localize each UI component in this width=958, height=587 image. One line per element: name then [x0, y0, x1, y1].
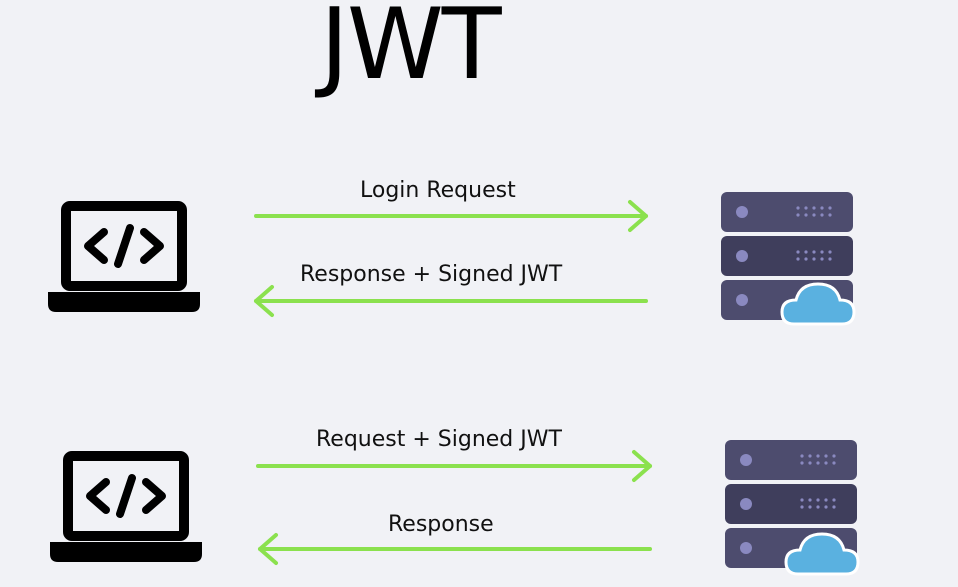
laptop-code-icon [48, 201, 200, 312]
request-label: Request + Signed JWT [316, 427, 562, 452]
cloud-server-icon [725, 440, 860, 576]
response-arrow-left [254, 285, 648, 317]
request-arrow-right [254, 200, 648, 232]
request-arrow-right [256, 450, 652, 482]
request-label: Login Request [360, 178, 516, 203]
cloud-server-icon [721, 192, 856, 326]
laptop-code-icon [50, 451, 202, 562]
response-arrow-left [258, 533, 652, 565]
diagram-title: JWT [320, 0, 502, 102]
response-label: Response + Signed JWT [300, 262, 563, 287]
response-label: Response [388, 512, 494, 537]
